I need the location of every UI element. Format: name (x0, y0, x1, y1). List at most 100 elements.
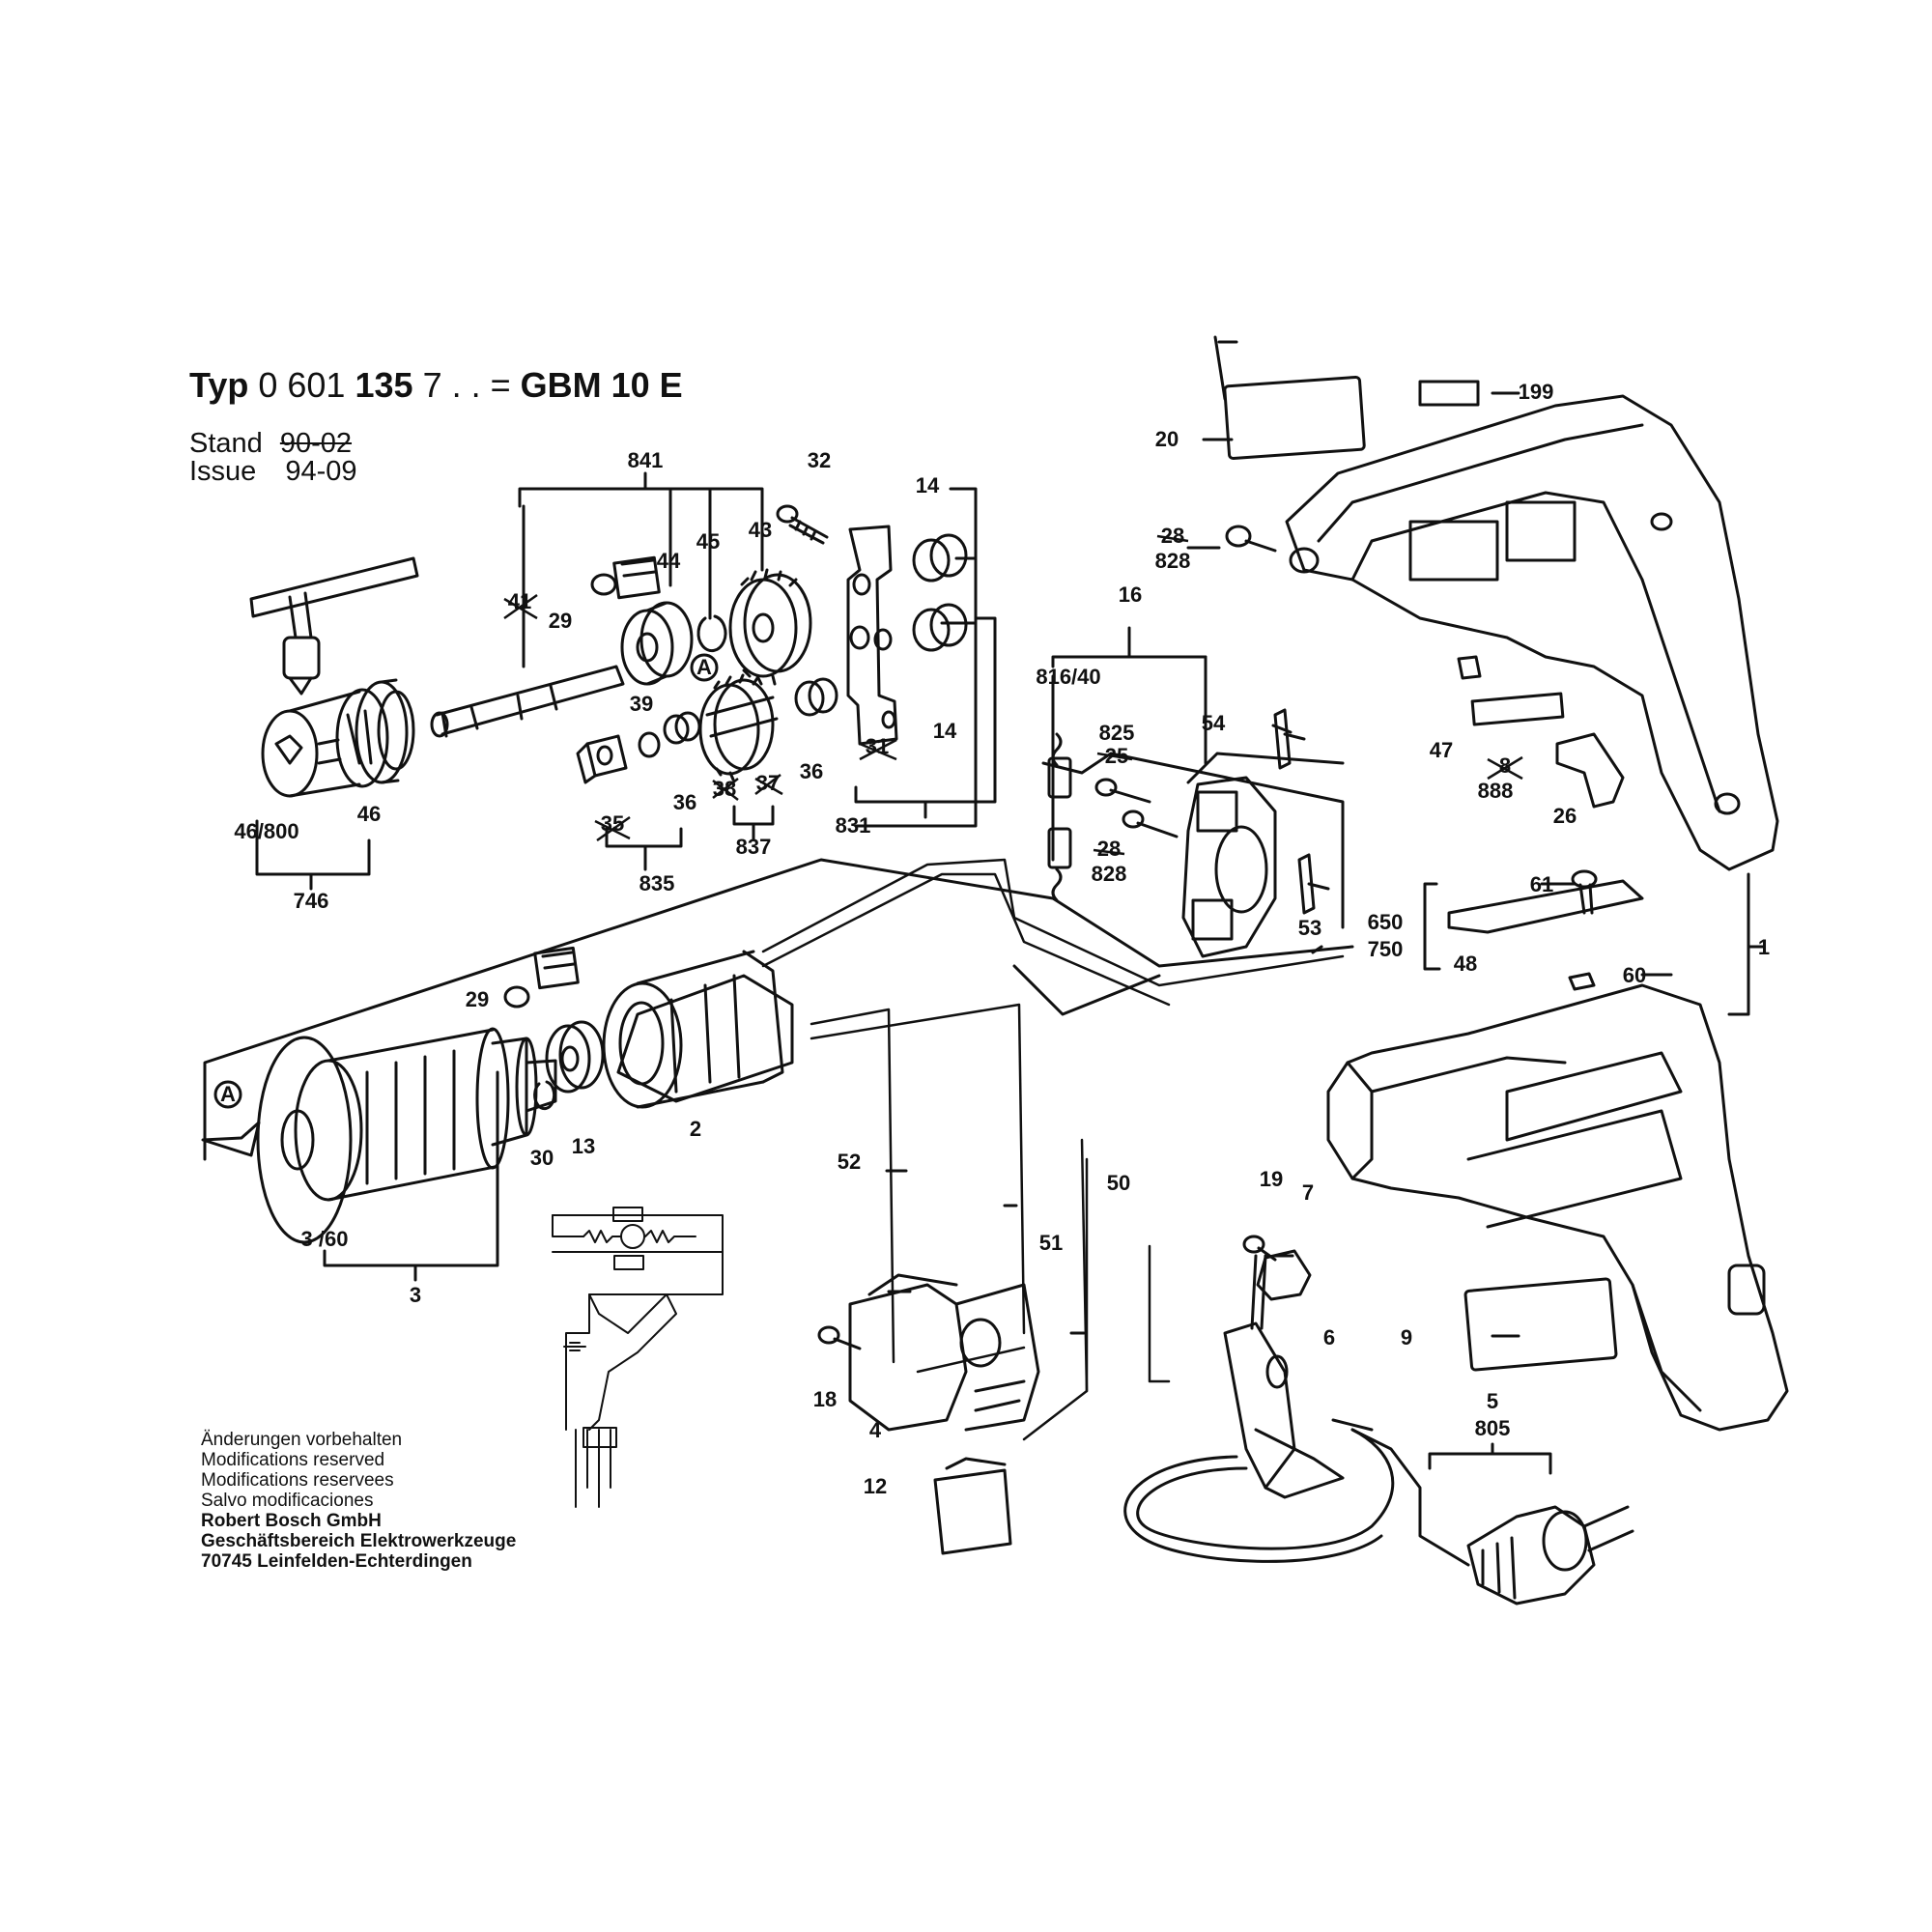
housing-shell (1326, 983, 1789, 1432)
footer-line: Modifications reservees (201, 1470, 394, 1491)
bracket-3 (323, 1070, 499, 1282)
bracket-746 (255, 819, 371, 891)
part-30: 30 (530, 1146, 554, 1170)
model-name: GBM 10 E (520, 365, 683, 405)
issue-row: Issue 94-09 (189, 458, 357, 486)
part-650: 650 (1368, 910, 1404, 934)
ring-29 (590, 573, 617, 596)
spring-clip-47 (1457, 655, 1482, 680)
cable-clamp-7 (1256, 1249, 1312, 1301)
stand-value: 90-02 (279, 428, 353, 459)
bushing-14a (912, 533, 968, 582)
part-14a: 14 (916, 473, 940, 497)
part-52: 52 (838, 1150, 861, 1174)
part-20: 20 (1155, 427, 1179, 451)
part-3-60: 3 /60 (301, 1227, 349, 1251)
leader-lines (885, 335, 1673, 1338)
part-825: 825 (1099, 721, 1135, 745)
brush-holder (1181, 776, 1277, 958)
part-805: 805 (1475, 1416, 1511, 1440)
part-13: 13 (572, 1134, 595, 1158)
part-831: 831 (836, 813, 871, 838)
footer-line: Salvo modificaciones (201, 1491, 374, 1511)
part-47: 47 (1430, 738, 1453, 762)
part-45: 45 (696, 529, 720, 554)
part-28b: 28 (1097, 837, 1121, 861)
part-28a: 28 (1161, 524, 1184, 548)
typ-label: Typ (189, 365, 249, 405)
strike-marks (503, 534, 1523, 856)
washer-39 (638, 731, 661, 758)
part-54: 54 (1202, 711, 1226, 735)
typ-prefix: 0 601 (258, 365, 346, 405)
knob-26 (1555, 732, 1625, 809)
company-line: 70745 Leinfelden-Echterdingen (201, 1551, 472, 1572)
part-828a: 828 (1155, 549, 1191, 573)
typ-number: 135 (355, 365, 413, 405)
part-48: 48 (1454, 952, 1477, 976)
part-60: 60 (1623, 963, 1646, 987)
part-18: 18 (813, 1387, 837, 1411)
part-43: 43 (749, 518, 772, 542)
typ-suffix: 7 . . = (422, 365, 511, 405)
part-750: 750 (1368, 937, 1404, 961)
company-line: Robert Bosch GmbH (201, 1511, 382, 1531)
footer-line: Modifications reserved (201, 1450, 385, 1470)
part-888: 888 (1478, 779, 1514, 803)
part-46: 46 (357, 802, 381, 826)
issue-label: Issue (189, 456, 257, 487)
screw-28-housing (1225, 525, 1277, 553)
screw-32 (776, 504, 829, 545)
screw-18 (817, 1325, 862, 1350)
callout-a-lower (213, 1080, 242, 1109)
bearing-sticker (612, 555, 661, 600)
chuck-key (249, 556, 419, 696)
part-53: 53 (1298, 916, 1321, 940)
part-5: 5 (1487, 1389, 1498, 1413)
part-816-40: 816/40 (1036, 665, 1100, 689)
footer-line: Änderungen vorbehalten (201, 1430, 403, 1450)
part-36b: 36 (800, 759, 823, 783)
part-4: 4 (869, 1418, 882, 1442)
callout-a-upper (690, 653, 719, 682)
part-29a: 29 (549, 609, 572, 633)
cable-sleeve-6 (1223, 1321, 1345, 1499)
footer-notes: Änderungen vorbehalten Modifications res… (201, 1430, 516, 1572)
label-8 (1470, 692, 1565, 726)
part-39: 39 (630, 692, 653, 716)
callout-a-text-upper: A (696, 655, 712, 679)
part-50: 50 (1107, 1171, 1130, 1195)
suppressor-12 (933, 1457, 1012, 1555)
part-46-800: 46/800 (234, 819, 298, 843)
part-3: 3 (410, 1283, 421, 1307)
brush-screws (1094, 778, 1179, 838)
part-61: 61 (1530, 872, 1553, 896)
nut-60 (1568, 972, 1596, 991)
screw-19 (1242, 1235, 1277, 1262)
contact-terminal-54 (1273, 708, 1306, 770)
part-labels: 841 32 14 199 20 44 45 43 41 29 39 36 36… (234, 380, 1770, 1498)
carbon-brush-b (1047, 827, 1072, 902)
part-32: 32 (808, 448, 831, 472)
retaining-ring-30 (533, 1080, 556, 1111)
callout-a-text-lower: A (220, 1082, 236, 1106)
company-line: Geschäftsbereich Elektrowerkzeuge (201, 1531, 517, 1551)
part-199: 199 (1519, 380, 1554, 404)
part-12: 12 (864, 1474, 887, 1498)
stand-label: Stand (189, 428, 263, 459)
drive-spindle (430, 665, 625, 738)
wiring-harness (761, 858, 1345, 1441)
part-1: 1 (1758, 935, 1770, 959)
part-9: 9 (1401, 1325, 1412, 1350)
gear-38-37 (698, 673, 779, 781)
part-19: 19 (1260, 1167, 1283, 1191)
stand-row: Stand 90-02 (189, 430, 352, 458)
carbon-brush-a (1047, 732, 1072, 799)
bushing-14b (912, 603, 968, 652)
part-837: 837 (736, 835, 772, 859)
part-29b: 29 (466, 987, 489, 1011)
bracket-837 (732, 805, 775, 840)
retaining-ring-45 (696, 614, 727, 653)
part-835: 835 (639, 871, 675, 895)
